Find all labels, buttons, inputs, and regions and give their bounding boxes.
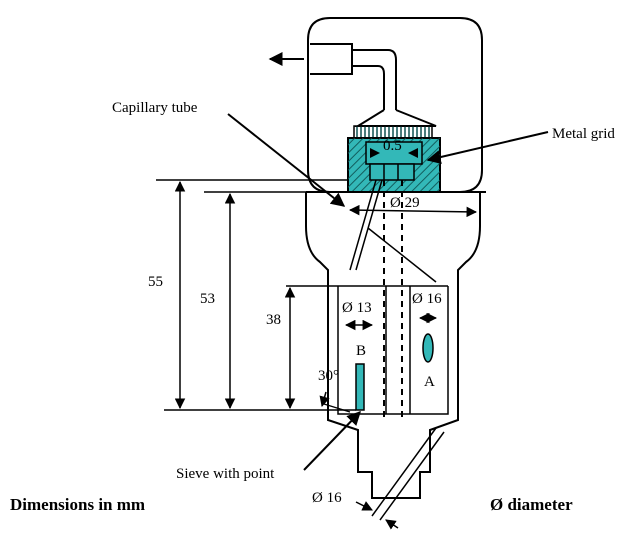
angle-30-ray [323, 403, 351, 413]
h38-label: 38 [266, 312, 281, 328]
center-column [385, 286, 411, 414]
sieve-with-point-label: Sieve with point [176, 466, 275, 482]
outlet-tube-inner [352, 65, 385, 110]
metal-grid-leader [426, 131, 549, 164]
capillary-tube-path [349, 179, 383, 271]
outlet-tube-outer [352, 49, 397, 110]
diameter-legend-label: Ø diameter [490, 495, 573, 514]
capillary-tube-label: Capillary tube [112, 100, 198, 116]
mesh-size-label: 0.5 [383, 138, 402, 154]
dim-16-bottom-label: Ø 16 [312, 490, 342, 506]
h55-label: 55 [148, 274, 163, 290]
inner-tube [337, 286, 449, 415]
grid-top-fins [353, 125, 433, 139]
grid-channel [369, 163, 415, 181]
dimensions-in-mm-label: Dimensions in mm [10, 495, 145, 514]
outlet-pipe [310, 43, 353, 75]
metal-grid-label: Metal grid [552, 126, 615, 142]
funnel-cone [354, 109, 437, 127]
angle-30-arrow [319, 391, 330, 408]
port-a-label: A [424, 374, 435, 390]
port-b-label: B [356, 343, 366, 359]
grid-arrow-right [408, 148, 418, 158]
angle-30-label: 30° [318, 368, 339, 384]
h53-label: 53 [200, 291, 215, 307]
dim-16-right-label: Ø 16 [412, 291, 442, 307]
dim-13-label: Ø 13 [342, 300, 372, 316]
dim-29-line [348, 204, 478, 218]
dim-29-label: Ø 29 [390, 195, 420, 211]
lower-body [305, 192, 481, 499]
bottom-outlet-tube [371, 427, 445, 521]
grid-arrow-left [370, 148, 380, 158]
dim-16-bottom-arrow [355, 501, 373, 511]
port-a-opening [422, 333, 434, 363]
sieve-slot-b [355, 363, 365, 411]
capillary-leader [227, 113, 346, 207]
dim-16-bottom-arrow-2 [385, 519, 399, 530]
capillary-diagonal [367, 227, 437, 283]
sieve-leader [303, 410, 361, 471]
